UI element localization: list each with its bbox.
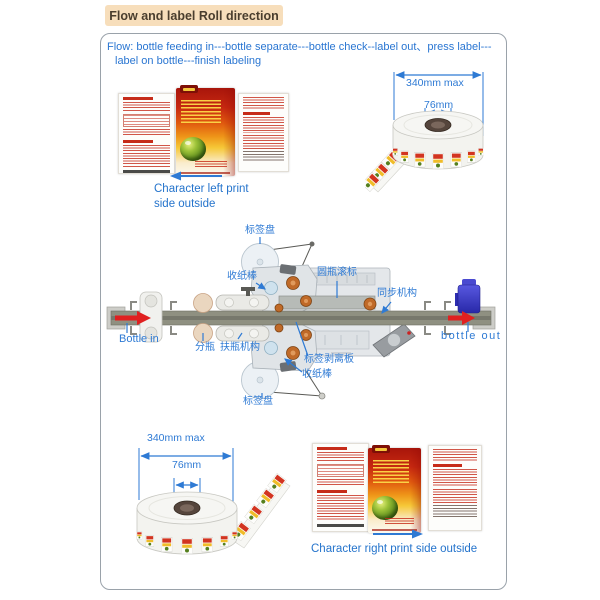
label-company-line xyxy=(123,170,170,173)
ann-sync-mechanism: 同步机构 xyxy=(377,288,417,299)
label-text-panel xyxy=(118,93,175,174)
guide-clamps xyxy=(130,301,451,335)
ann-bottle-separate: 分瓶 xyxy=(195,342,215,353)
ann-bottle-support: 扶瓶机构 xyxy=(220,342,260,353)
label-text-panel xyxy=(238,93,289,172)
label-text-lines xyxy=(123,145,170,167)
label-text-lines xyxy=(433,489,477,503)
label-roll-top-right xyxy=(365,71,484,193)
bottle-out-arrow xyxy=(448,311,475,325)
label-yellow-text-lines xyxy=(373,460,410,484)
label-text-lines xyxy=(243,151,284,161)
label-bottom-text xyxy=(384,518,415,524)
label-text-lines xyxy=(123,102,170,112)
label-text-lines xyxy=(243,117,284,133)
ann-paper-rod-bottom: 收纸棒 xyxy=(302,369,332,380)
page-title: Flow and label Roll direction xyxy=(105,5,283,26)
label-set-right xyxy=(312,443,482,563)
label-heading-bar xyxy=(433,464,462,467)
label-text-lines xyxy=(433,469,477,487)
caption-right-print: Character right print side outside xyxy=(311,543,478,555)
paper-rod-top xyxy=(264,281,278,295)
label-text-lines xyxy=(317,495,364,521)
label-bottom-line xyxy=(372,529,417,531)
label-corner-tag xyxy=(372,445,390,453)
label-company-line xyxy=(317,524,364,527)
annotation-leaders xyxy=(126,237,469,399)
label-text-lines xyxy=(243,135,284,149)
label-heading-bar xyxy=(243,112,270,115)
paper-rod-bottom xyxy=(264,341,278,355)
photo-sensor xyxy=(455,279,481,314)
label-text-lines xyxy=(433,449,477,461)
label-text-lines xyxy=(317,452,364,462)
label-table-box xyxy=(317,464,364,477)
dim-core-top-right: 76mm xyxy=(424,99,454,111)
label-text-lines xyxy=(317,479,364,487)
label-heading-bar xyxy=(123,140,154,143)
roll-direction-arrow-right xyxy=(373,529,423,539)
caption-left-line2: side outside xyxy=(154,198,216,210)
ann-label-peel-plate: 标签剥离板 xyxy=(304,354,354,365)
ann-label-disc-bottom: 标签盘 xyxy=(243,396,273,407)
dim-width-top-right: 340mm max xyxy=(406,77,464,89)
label-roll-bottom-left xyxy=(136,448,291,555)
label-table-box xyxy=(123,114,170,127)
web-pulley xyxy=(318,392,326,400)
ann-round-bottle-label: 圆瓶滚标 xyxy=(317,267,357,278)
dim-width-bottom-left: 340mm max xyxy=(147,432,205,444)
caption-left-line1: Character left print xyxy=(154,183,249,195)
label-text-panel xyxy=(312,443,369,532)
flow-text-line2: label on bottle---finish labeling xyxy=(115,55,262,67)
label-text-lines xyxy=(433,505,477,517)
bottle-support-paddles xyxy=(215,287,270,342)
label-set-left xyxy=(116,85,291,223)
label-fruit-logo xyxy=(372,495,398,520)
label-front-panel xyxy=(176,85,235,176)
label-corner-tag xyxy=(180,85,198,93)
bottle-in-arrow xyxy=(115,311,151,325)
label-heading-bar xyxy=(123,97,154,100)
label-bottom-text xyxy=(194,161,228,167)
ann-paper-rod-top: 收纸棒 xyxy=(227,271,257,282)
labeling-machine xyxy=(106,237,496,400)
label-front-panel xyxy=(368,445,421,533)
roll-direction-arrow-left xyxy=(170,171,222,181)
drive-rollers xyxy=(274,276,377,360)
label-text-lines xyxy=(123,129,170,137)
caption-left-print: Character left print side outside xyxy=(154,182,249,212)
label-heading-bar xyxy=(317,490,348,493)
label-text-lines xyxy=(243,97,284,109)
label-heading-bar xyxy=(317,447,348,450)
ann-bottle-in: Bottle in xyxy=(119,333,159,345)
label-yellow-text-lines xyxy=(181,100,222,124)
wrap-belt xyxy=(278,295,376,310)
ann-label-disc-top: 标签盘 xyxy=(245,225,275,236)
label-fruit-logo xyxy=(180,137,206,162)
dim-core-bottom-left: 76mm xyxy=(172,459,202,471)
label-bottom-line xyxy=(180,172,231,174)
ann-bottle-out: bottle out xyxy=(441,330,502,342)
discharge-chute xyxy=(372,323,416,358)
bottle-top-view xyxy=(193,293,213,313)
flow-text-line1: Flow: bottle feeding in---bottle separat… xyxy=(107,41,492,53)
label-text-panel xyxy=(428,445,482,531)
